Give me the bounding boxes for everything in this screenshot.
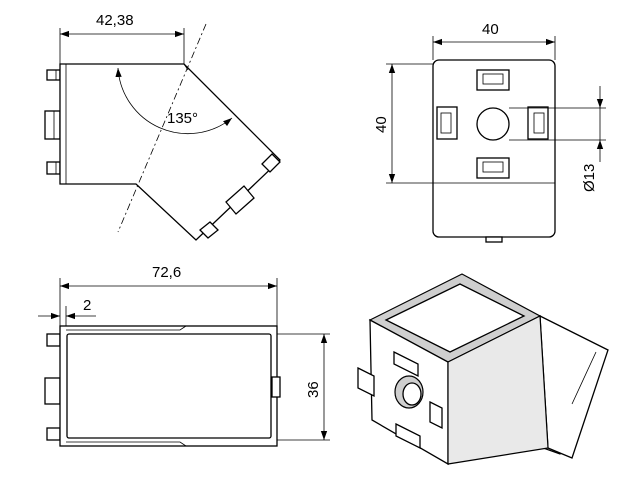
iso-clip-bottom — [395, 422, 421, 450]
wall-offset-label: 2 — [83, 297, 91, 314]
plan-inner-outline — [66, 333, 272, 439]
iso-clip-right — [429, 400, 443, 430]
plan-clip-top — [46, 333, 61, 347]
clip-left-bottom — [46, 161, 61, 175]
isometric-view — [357, 273, 609, 466]
top-width-label: 42,38 — [96, 12, 134, 29]
clip-left-middle — [44, 110, 61, 140]
overall-length-label: 72,6 — [152, 264, 181, 281]
angle-arc — [115, 67, 233, 135]
iso-clip-top — [393, 350, 419, 378]
iso-end-face — [539, 314, 609, 459]
plan-clip-middle — [44, 377, 61, 405]
angle-label: 135° — [167, 110, 198, 127]
hole-diameter-label: Ø13 — [581, 164, 598, 192]
iso-clip-left — [357, 366, 375, 398]
iso-top-face-inner — [384, 283, 526, 353]
side-width-label: 40 — [482, 21, 499, 38]
clip-right-upper — [261, 153, 281, 173]
clip-right — [527, 106, 549, 140]
plan-clip-bottom — [46, 427, 61, 441]
clip-left-top — [46, 69, 61, 81]
end-view: 40 40 Ø13 — [373, 21, 606, 243]
center-hole — [476, 107, 510, 141]
bottom-height-label: 36 — [305, 381, 322, 398]
clip-bottom — [476, 157, 510, 179]
clip-right-lower — [199, 221, 219, 239]
side-height-label: 40 — [373, 116, 390, 133]
connector-body-outline — [59, 63, 281, 241]
bottom-tab — [485, 236, 503, 243]
plan-clip-right — [271, 376, 281, 398]
clip-top — [476, 69, 510, 91]
clip-right-middle — [225, 185, 255, 215]
iso-side-face — [447, 315, 549, 465]
clip-left — [436, 106, 458, 140]
plan-view: 72,6 2 36 — [38, 264, 330, 447]
front-view-angled: 135° 42,38 — [44, 12, 281, 241]
